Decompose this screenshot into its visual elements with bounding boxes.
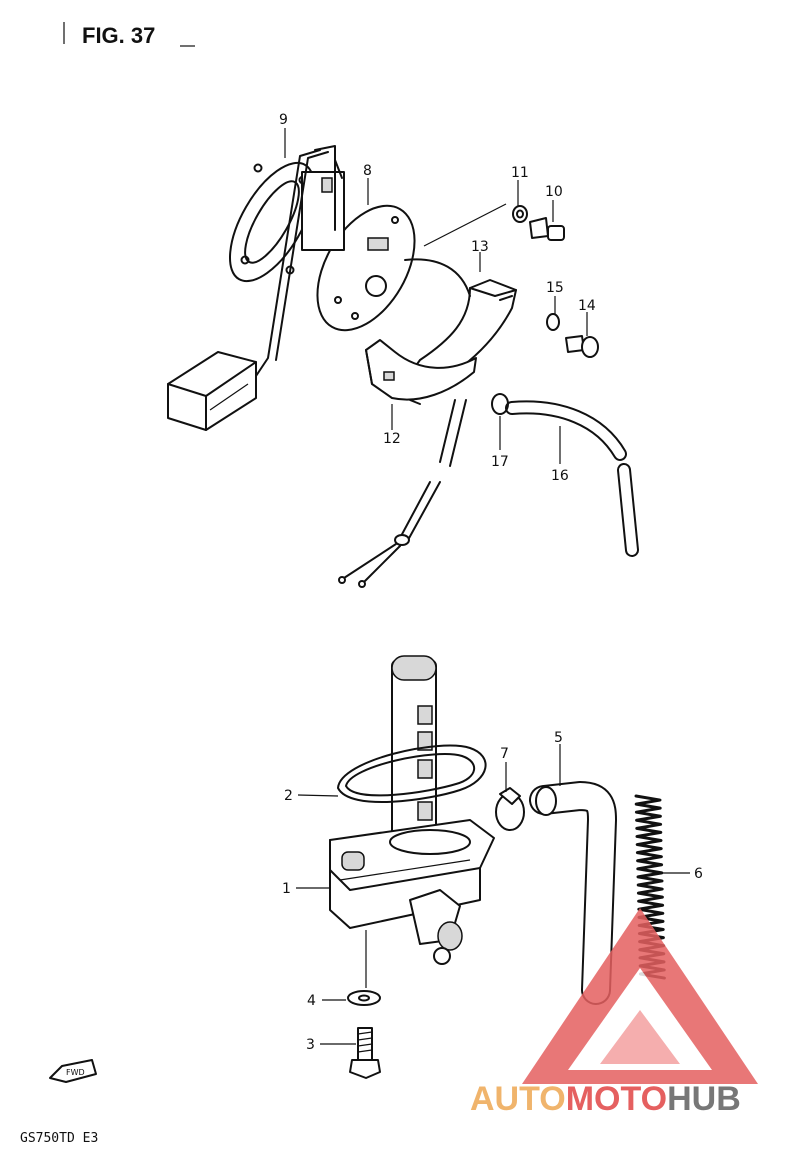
callout-2: 2: [284, 788, 293, 804]
screw-14: [565, 335, 599, 358]
fwd-arrow: FWD: [49, 1059, 97, 1083]
model-label: GS750TD E3: [20, 1131, 98, 1146]
washer-11: [512, 205, 528, 223]
callout-5: 5: [554, 730, 563, 746]
callout-11: 11: [511, 165, 529, 181]
callout-3: 3: [306, 1037, 315, 1053]
bracket-12: [365, 339, 477, 405]
fuel-cock-1: [329, 655, 495, 965]
wire-harness: [338, 258, 471, 588]
o-ring-2: [337, 744, 487, 803]
hose-5: [529, 781, 617, 1005]
float: [167, 351, 257, 431]
watermark-text: AUTOMOTOHUB: [470, 1080, 741, 1118]
assembly-line: [423, 203, 507, 247]
callout-6: 6: [694, 866, 703, 882]
callout-8: 8: [363, 163, 372, 179]
clamp-7: [495, 787, 525, 831]
callout-7: 7: [500, 746, 509, 762]
washer-4: [347, 990, 381, 1006]
sender-unit-8: [301, 145, 416, 332]
callout-12: 12: [383, 431, 401, 447]
callout-14: 14: [578, 298, 596, 314]
leader-lines: [284, 128, 690, 1045]
washer-15: [546, 313, 560, 331]
figure-title: FIG. 37: [82, 23, 155, 48]
float-arm: [251, 149, 329, 383]
bolt-10: [529, 217, 565, 241]
clamp-17: [491, 393, 509, 415]
hose-16: [505, 400, 639, 557]
callout-10: 10: [545, 184, 563, 200]
fwd-arrow-label: FWD: [66, 1068, 85, 1077]
callout-16: 16: [551, 468, 569, 484]
screw-3: [349, 1027, 381, 1079]
callout-15: 15: [546, 280, 564, 296]
watermark-logo: [522, 908, 758, 1084]
callout-1: 1: [282, 881, 291, 897]
callout-9: 9: [279, 112, 288, 128]
callout-4: 4: [307, 993, 316, 1009]
callout-17: 17: [491, 454, 509, 470]
callout-13: 13: [471, 239, 489, 255]
